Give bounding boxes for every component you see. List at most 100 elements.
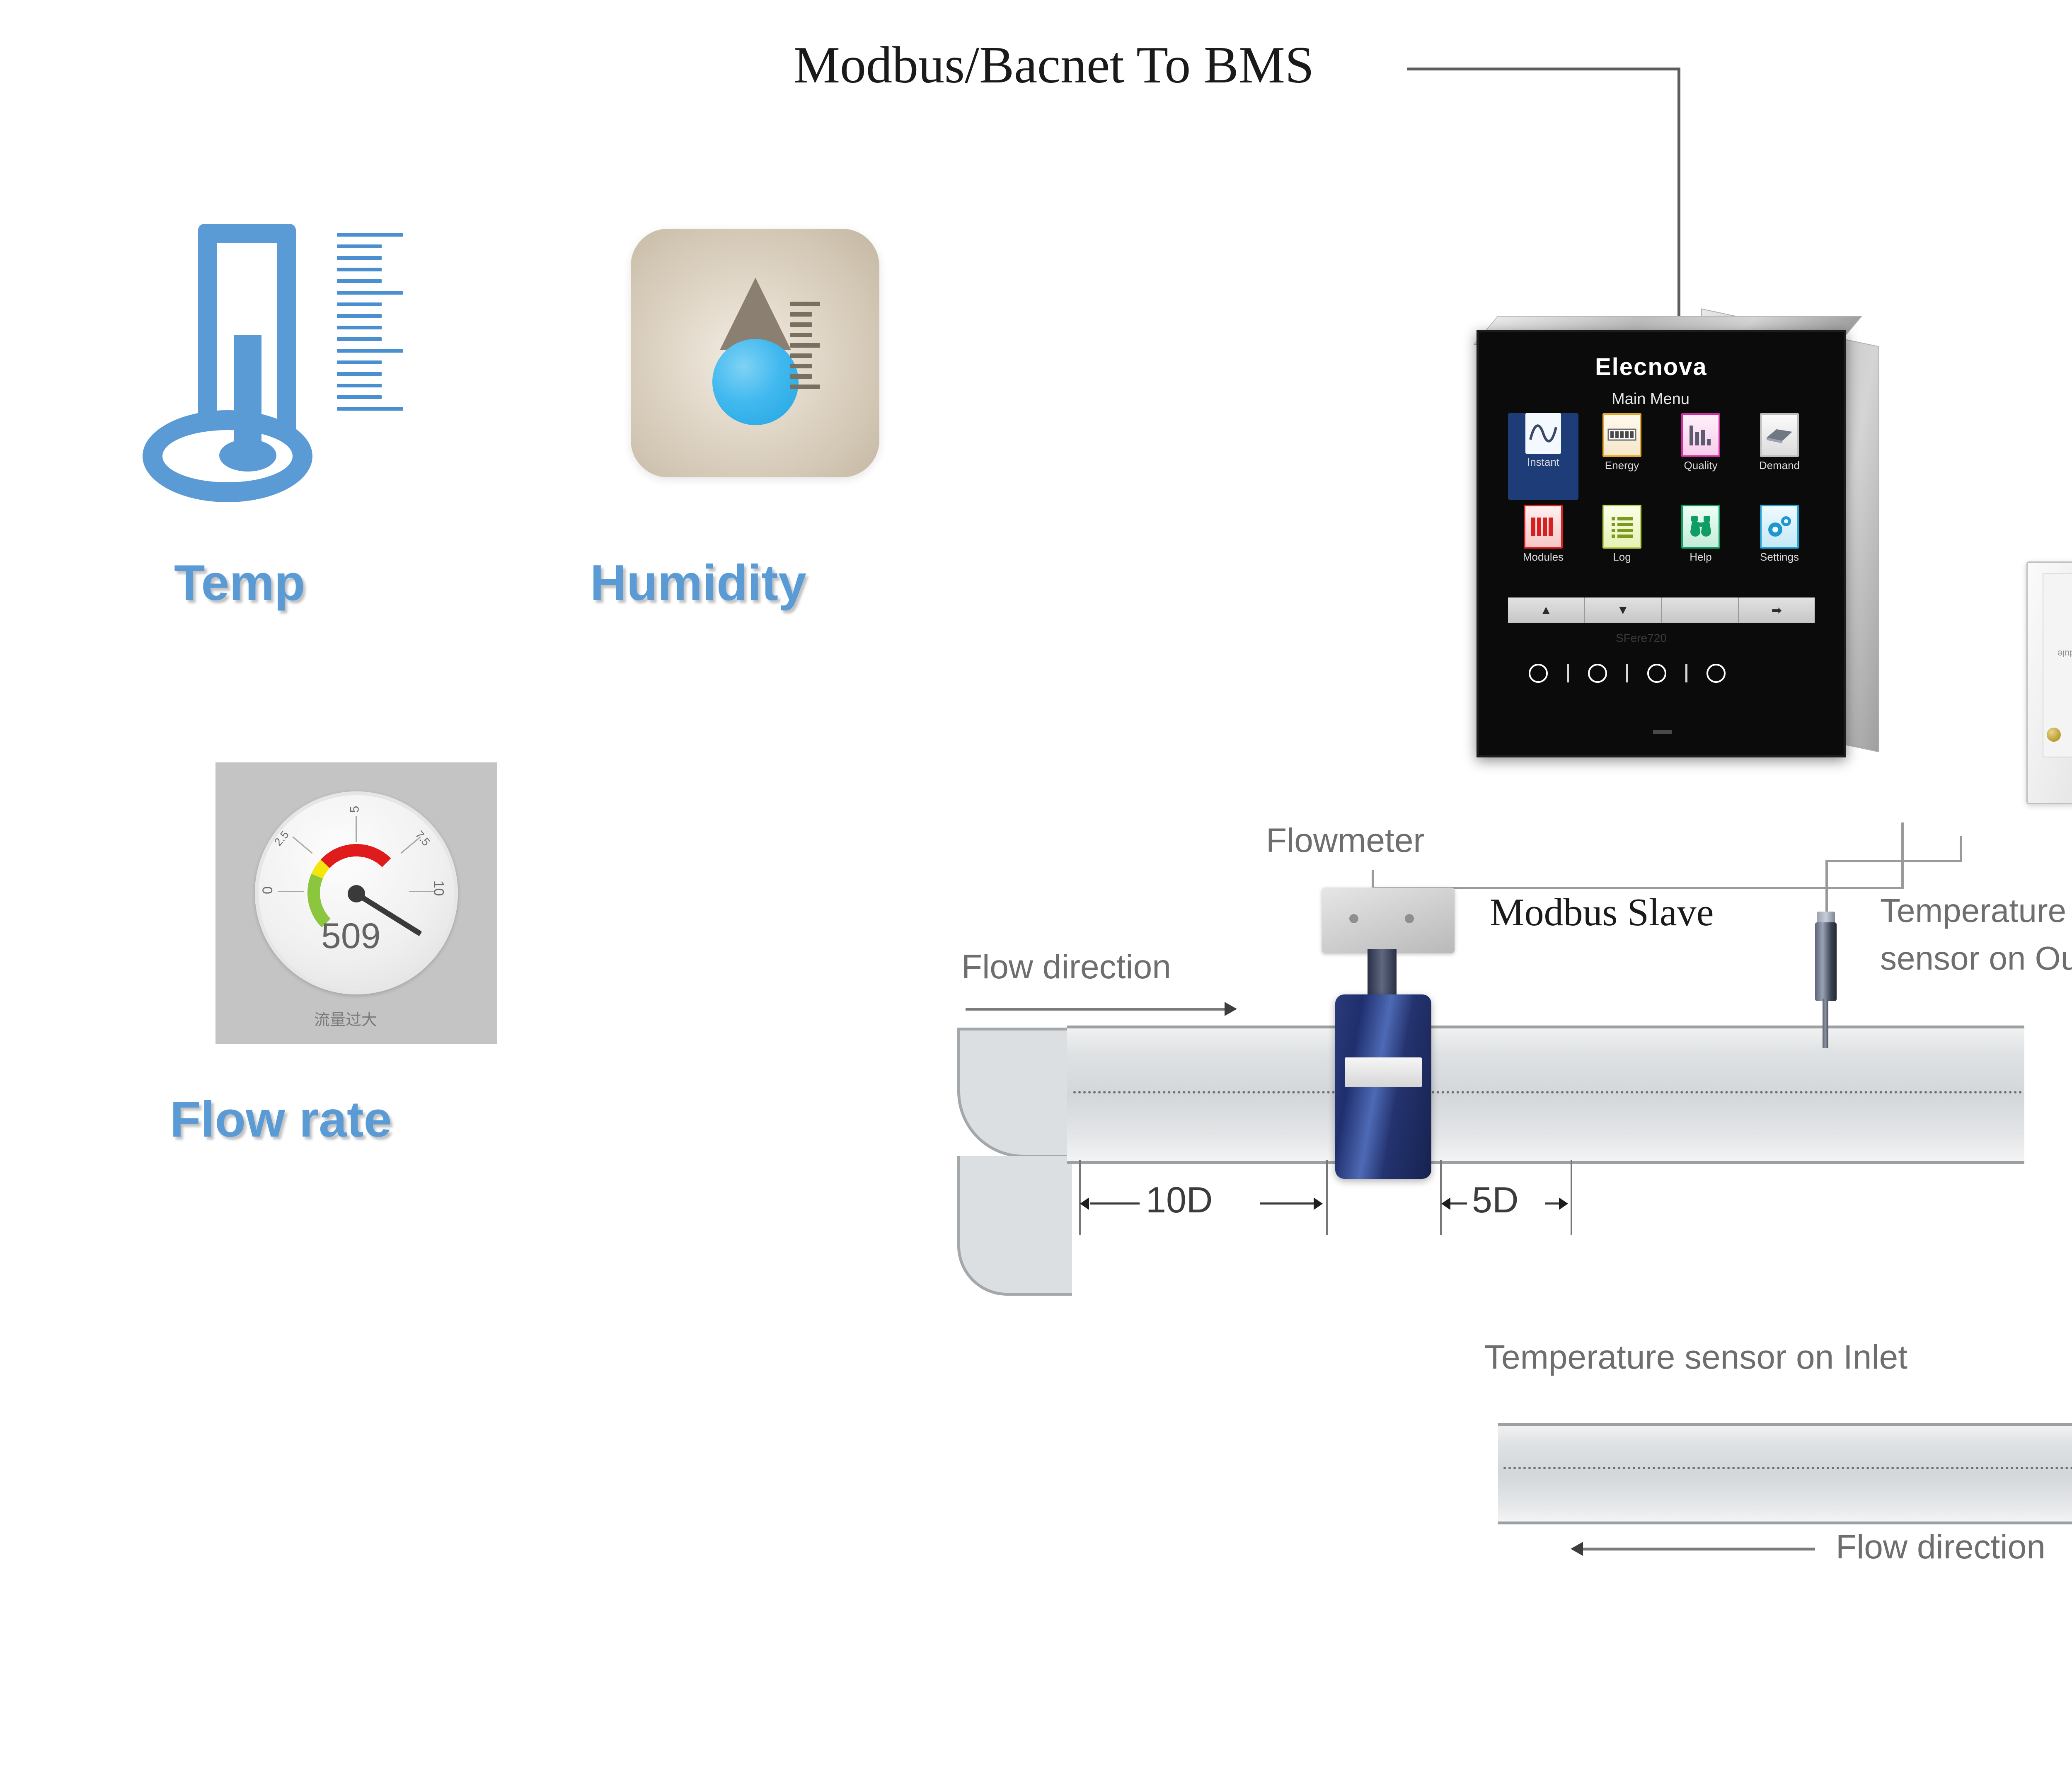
module-wire-stub: [1960, 836, 1962, 861]
module-label-plate: [2043, 573, 2072, 757]
menu-item-energy[interactable]: Energy: [1587, 413, 1657, 500]
dim-tick-10d-right: [1326, 1160, 1328, 1235]
binoculars-icon: [1681, 505, 1720, 549]
gauge-tick-label-2.5: 2.5: [271, 828, 291, 849]
led-indicator: [1529, 664, 1548, 683]
menu-label-energy: Energy: [1605, 459, 1639, 472]
energy-meter-icon: [1602, 413, 1641, 457]
flow-direction-bottom-arrow: [1583, 1548, 1815, 1551]
dim-line-10d-right: [1260, 1202, 1314, 1205]
dim-label-10d: 10D: [1146, 1179, 1213, 1220]
menu-item-help[interactable]: Help: [1665, 505, 1736, 591]
bms-title-label: Modbus/Bacnet To BMS: [794, 36, 1314, 94]
modbus-slave-label: Modbus Slave: [1490, 891, 1714, 934]
nav-button-up[interactable]: ▲: [1508, 597, 1585, 623]
menu-item-demand[interactable]: Demand: [1744, 413, 1815, 500]
menu-item-settings[interactable]: Settings: [1744, 505, 1815, 591]
flow-direction-top-arrow: [966, 1008, 1227, 1011]
temp-sensor-outlet-label-line1: Temperature: [1880, 892, 2067, 929]
gauge-value: 509: [321, 916, 381, 956]
humidity-droplet-icon: [631, 229, 879, 477]
dim-line-10d-left: [1090, 1202, 1140, 1205]
bar-chart-icon: [1681, 413, 1720, 457]
gauge-tick-label-0: 0: [259, 886, 276, 894]
meter-led-indicators: [1529, 664, 1802, 683]
module-screw-bottom: [2047, 728, 2061, 742]
dim-line-5d: [1450, 1202, 1467, 1205]
led-indicator: [1588, 664, 1607, 683]
meter-main-menu-grid[interactable]: Instant Energy: [1508, 413, 1815, 591]
led-separator: [1626, 664, 1628, 682]
dim-line-5d-right: [1545, 1202, 1561, 1205]
flow-gauge-icon: 0 2.5 5 7.5 10 509 流量过大: [215, 762, 497, 1044]
meter-nav-buttons[interactable]: ▲ ▼ ➡: [1508, 597, 1815, 623]
gauge-tick-label-7.5: 7.5: [413, 828, 433, 849]
outlet-temperature-probe: [1815, 912, 1840, 1052]
flow-direction-top-arrowhead: [1225, 1002, 1237, 1016]
menu-label-demand: Demand: [1759, 459, 1800, 472]
menu-item-log[interactable]: Log: [1587, 505, 1657, 591]
menu-label-quality: Quality: [1684, 459, 1718, 472]
led-indicator: [1706, 664, 1726, 683]
outlet-pipe: [1067, 1026, 2024, 1164]
demand-slab-icon: [1760, 413, 1799, 457]
gauge-tick-line-0: [278, 891, 304, 892]
meter-front-panel[interactable]: Elecnova Main Menu Instant: [1477, 330, 1846, 757]
menu-item-modules[interactable]: Modules: [1508, 505, 1578, 591]
outlet-probe-wire-horizontal: [1825, 860, 1962, 862]
menu-label-help: Help: [1690, 551, 1712, 563]
dim-arrow-10d-left: [1080, 1197, 1089, 1210]
log-list-icon: [1602, 505, 1641, 549]
dim-arrow-5d-right: [1559, 1197, 1568, 1210]
temp-sensor-outlet-label-line2: sensor on Outlet: [1880, 940, 2072, 977]
sensor-label-temp: Temp: [174, 554, 305, 611]
nav-button-down[interactable]: ▼: [1585, 597, 1662, 623]
flow-direction-bottom-arrowhead: [1571, 1542, 1583, 1556]
menu-item-instant[interactable]: Instant: [1508, 413, 1578, 500]
flowmeter-display: [1345, 1057, 1422, 1087]
flowmeter-head: [1322, 888, 1455, 953]
gauge-status-text: 流量过大: [314, 1011, 378, 1029]
outlet-probe-wire-vertical: [1825, 860, 1828, 918]
temp-sensor-inlet-label: Temperature sensor on Inlet: [1484, 1338, 1907, 1376]
thermometer-mercury: [234, 335, 261, 459]
dim-tick-5d-left: [1440, 1160, 1442, 1235]
elecnova-power-meter: Elecnova Main Menu Instant: [1469, 308, 1946, 845]
flowmeter-label: Flowmeter: [1266, 822, 1425, 859]
sensor-label-humidity: Humidity: [590, 554, 806, 611]
modbus-wire-to-flowmeter: [1372, 870, 1374, 888]
modbus-wire-horizontal: [1372, 887, 1904, 889]
nav-button-enter[interactable]: ➡: [1738, 597, 1815, 623]
humidity-scale-icon: [790, 302, 820, 395]
module-name-text: analog input module: [2057, 648, 2072, 659]
modules-icon: [1524, 505, 1563, 549]
gauge-tick-line-10: [409, 891, 436, 892]
menu-label-modules: Modules: [1523, 551, 1564, 563]
inlet-pipe-centerline: [1503, 1467, 2072, 1469]
dim-tick-5d-right: [1571, 1160, 1572, 1235]
gauge-needle-hub: [348, 885, 365, 902]
flow-direction-top-label: Flow direction: [961, 948, 1171, 986]
bms-wire-vertical: [1677, 68, 1680, 322]
gauge-dial: 0 2.5 5 7.5 10 509: [255, 791, 458, 994]
dim-arrow-5d-left: [1441, 1197, 1450, 1210]
gears-icon: [1760, 505, 1799, 549]
menu-label-instant: Instant: [1527, 456, 1560, 468]
analog-input-module: analog input module: [2026, 561, 2072, 804]
gauge-tick-line-2.5: [292, 836, 313, 854]
dim-arrow-10d-right: [1314, 1197, 1323, 1210]
thermometer-stem: [198, 224, 296, 443]
waveform-icon: [1525, 413, 1561, 454]
thermometer-icon: [143, 224, 349, 506]
gauge-tick-label-5: 5: [348, 806, 362, 813]
meter-bottom-marker: [1653, 730, 1672, 734]
outlet-pipe-centerline: [1073, 1091, 2022, 1093]
nav-button-blank[interactable]: [1662, 597, 1739, 623]
sensor-label-flowrate: Flow rate: [170, 1091, 392, 1147]
flow-direction-bottom-label: Flow direction: [1836, 1528, 2045, 1566]
led-separator: [1567, 664, 1569, 682]
menu-item-quality[interactable]: Quality: [1665, 413, 1736, 500]
gauge-tick-label-10: 10: [431, 880, 447, 896]
menu-label-log: Log: [1613, 551, 1631, 563]
led-separator: [1685, 664, 1687, 682]
